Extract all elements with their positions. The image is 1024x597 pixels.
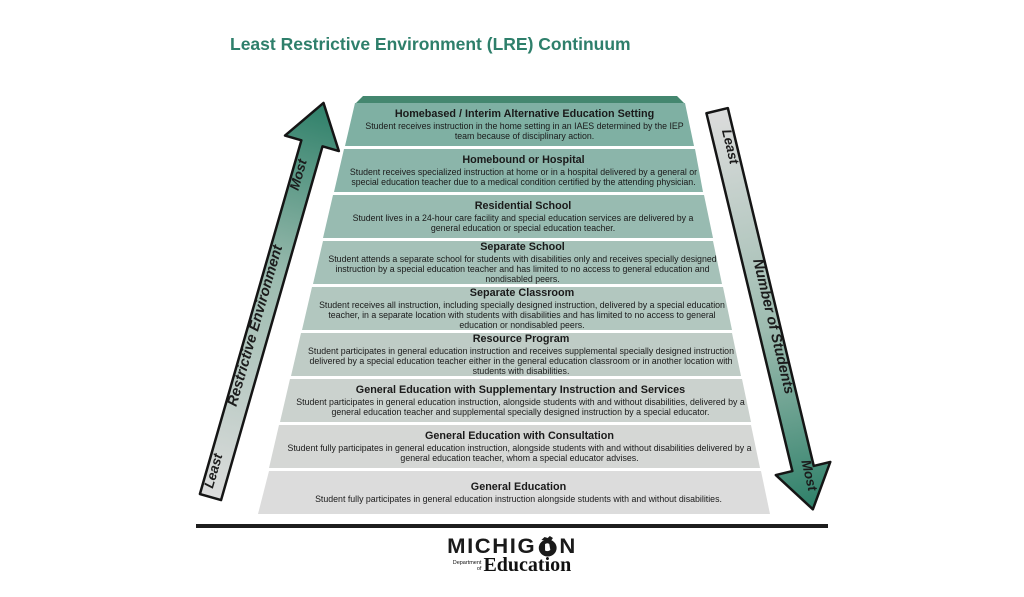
logo-text-michig: MICHIG [447,535,537,558]
lre-pyramid: Homebased / Interim Alternative Educatio… [252,96,776,520]
tier-residential-school: Residential School Student lives in a 24… [323,195,713,238]
restrictive-environment-arrow-icon: Most Restrictive Environment Least [198,101,341,502]
up-arrow-shape [198,101,341,502]
logo-text-department: Department [452,560,482,566]
tier-description: Student receives instruction in the home… [365,121,684,142]
michigan-department-of-education-logo: MICHIG N Department of Education [412,536,612,575]
tier-general-ed-supplementary: General Education with Supplementary Ins… [280,379,751,422]
tier-title: General Education with Supplementary Ins… [355,383,686,396]
right-arrow-most-label: Most [798,458,820,493]
logo-department-of: Department of [452,560,482,572]
pyramid-top-bevel [355,96,685,104]
tier-description: Student attends a separate school for st… [328,254,717,285]
tier-title: Homebound or Hospital [462,153,585,166]
tier-title: Homebased / Interim Alternative Educatio… [394,107,655,120]
logo-text-of: of [476,565,482,572]
tier-description: Student receives specialized instruction… [349,167,698,188]
down-arrow-shape [705,106,832,511]
tier-description: Student lives in a 24-hour care facility… [352,213,694,234]
tier-title: General Education with Consultation [425,429,614,442]
tier-title: Resource Program [472,332,570,345]
tier-separate-school: Separate School Student attends a separa… [313,240,722,285]
tier-title: General Education [470,480,567,493]
page-title: Least Restrictive Environment (LRE) Cont… [230,34,631,54]
number-of-students-arrow-icon: Least Number of Students Most [705,106,832,511]
tier-description: Student fully participates in general ed… [315,494,722,505]
tier-title: Separate Classroom [469,286,575,299]
tier-description: Student fully participates in general ed… [287,443,752,464]
michigan-state-icon [538,536,557,557]
logo-text-n: N [559,535,577,558]
tier-separate-classroom: Separate Classroom Student receives all … [302,286,732,331]
tier-general-ed-consultation: General Education with Consultation Stud… [269,425,760,468]
logo-michigan-wordmark: MICHIG N [407,536,617,558]
tier-description: Student participates in general educatio… [296,397,745,418]
tier-description: Student participates in general educatio… [308,346,734,377]
tier-homebound-or-hospital: Homebound or Hospital Student receives s… [334,149,703,192]
tier-general-education: General Education Student fully particip… [258,471,770,514]
tier-title: Residential School [474,199,572,212]
footer-divider-line [196,524,828,528]
tier-description: Student receives all instruction, includ… [319,300,725,331]
tier-resource-program: Resource Program Student participates in… [291,332,741,377]
logo-department-of-education: Department of Education [412,555,612,575]
tier-title: Separate School [480,240,565,253]
logo-text-education: Education [483,554,572,576]
tier-homebased-iaes: Homebased / Interim Alternative Educatio… [345,103,694,146]
